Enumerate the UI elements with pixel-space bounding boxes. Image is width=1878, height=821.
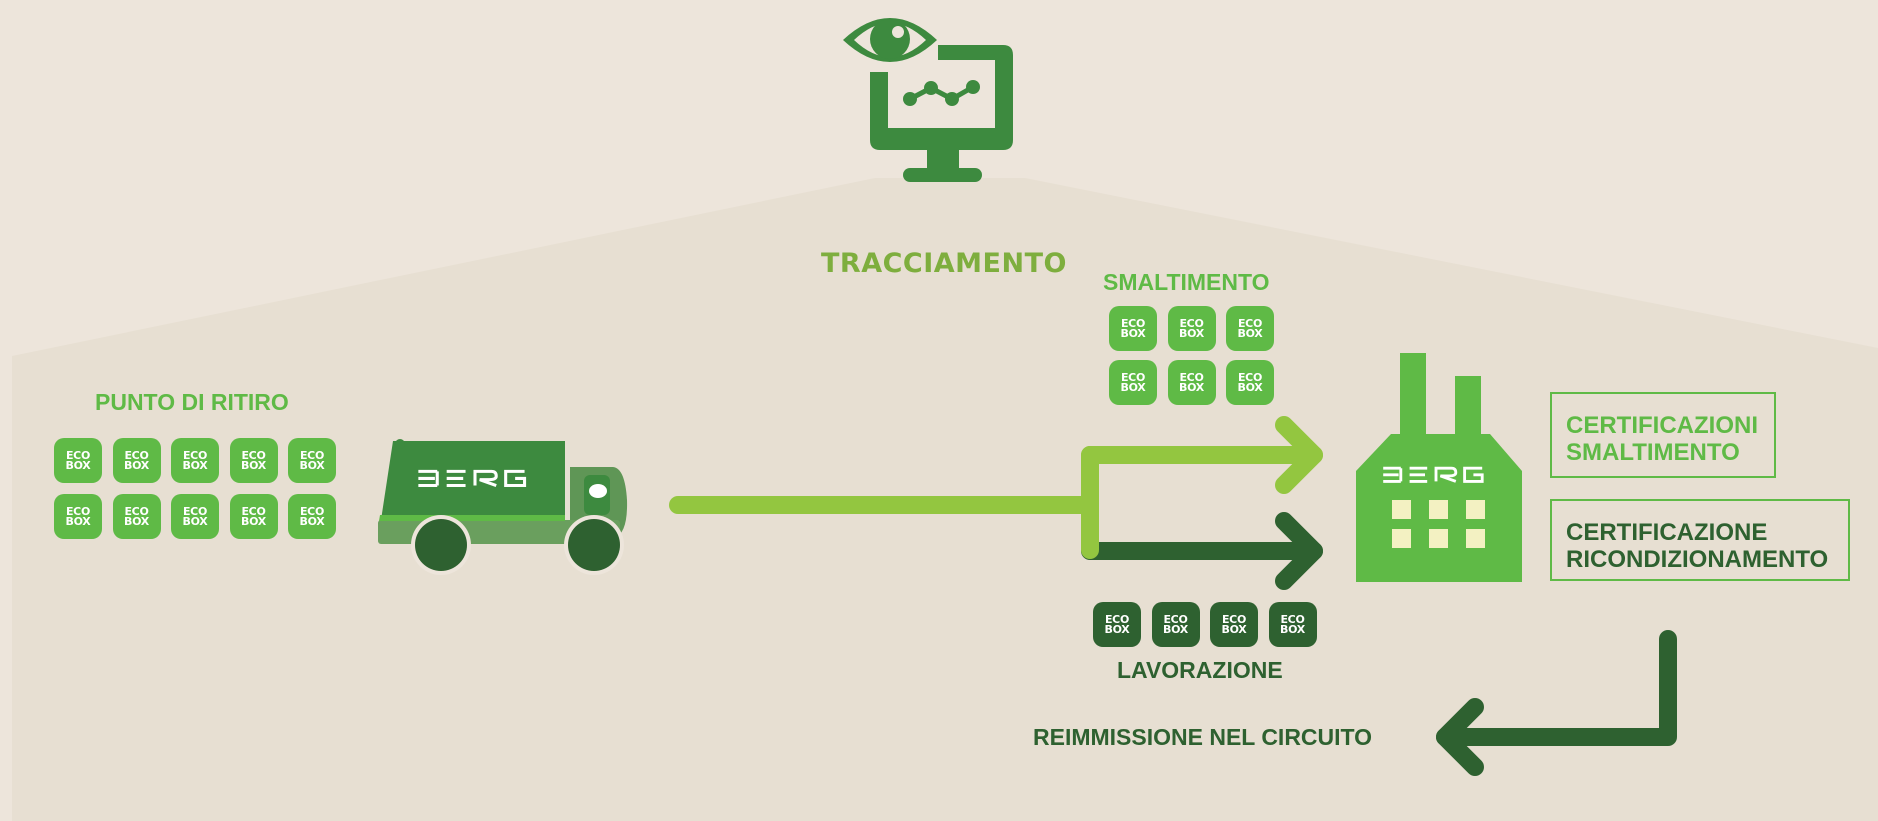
certification-line: RICONDIZIONAMENTO (1566, 546, 1829, 573)
tracking-label: TRACCIAMENTO (821, 248, 1067, 279)
logo-stroke (473, 469, 498, 487)
processing-label: LAVORAZIONE (1117, 657, 1283, 683)
ecobox-text: ECO (124, 448, 149, 462)
ecobox-text: BOX (1104, 622, 1130, 636)
ecobox-text: BOX (1179, 380, 1204, 394)
monitor-eye-icon (843, 18, 1013, 182)
ecobox-text: BOX (1237, 326, 1263, 340)
logo-stroke (1463, 466, 1484, 483)
ecobox-text: ECO (1280, 612, 1305, 626)
factory-brand-logo (1383, 466, 1484, 483)
ecobox-text: ECO (182, 448, 208, 462)
ecobox-text: ECO (65, 448, 91, 462)
factory-window (1429, 529, 1448, 548)
processing-arrow-icon (1081, 496, 1323, 590)
logo-stroke (1409, 466, 1428, 483)
ecobox-text: ECO (1237, 370, 1263, 384)
ecobox-text: BOX (1237, 380, 1263, 394)
factory-icon (1356, 353, 1522, 582)
ecobox-text: ECO (241, 448, 266, 462)
ecobox-text: ECO (1120, 370, 1146, 384)
ecobox-text: BOX (1120, 380, 1146, 394)
certification-line: CERTIFICAZIONI (1566, 412, 1758, 439)
ecobox-text: BOX (299, 458, 325, 472)
ecobox-text: ECO (1120, 316, 1146, 330)
factory-window (1466, 529, 1485, 548)
reentry-label: REIMMISSIONE NEL CIRCUITO (1033, 724, 1373, 750)
ecobox-text: BOX (241, 458, 266, 472)
ecobox-text: ECO (124, 504, 149, 518)
ecobox-text: ECO (1104, 612, 1130, 626)
ecobox-text: BOX (299, 514, 325, 528)
factory-window (1392, 529, 1411, 548)
logo-stroke (418, 469, 439, 488)
ecobox-text: ECO (299, 448, 325, 462)
ecobox-text: ECO (241, 504, 266, 518)
disposal-label: SMALTIMENTO (1103, 269, 1270, 295)
ecobox-text: ECO (182, 504, 208, 518)
ecobox-text: BOX (1280, 622, 1305, 636)
ecobox-text: BOX (1163, 622, 1188, 636)
logo-stroke (504, 469, 527, 488)
ecobox-text: BOX (182, 458, 208, 472)
logo-stroke (446, 469, 466, 488)
certification-line: CERTIFICAZIONE (1566, 519, 1768, 546)
certification-line: SMALTIMENTO (1566, 439, 1740, 466)
ecobox-text: ECO (1221, 612, 1247, 626)
disposal-certification-box: CERTIFICAZIONI SMALTIMENTO (1550, 392, 1776, 478)
ecobox-text: ECO (1179, 316, 1204, 330)
ecobox-text: ECO (1163, 612, 1188, 626)
logo-stroke (1383, 466, 1403, 483)
ecobox-text: BOX (65, 458, 91, 472)
ecobox-text: BOX (1179, 326, 1204, 340)
ecobox-text: ECO (299, 504, 325, 518)
truck-brand-logo (418, 469, 527, 488)
ecobox-text: BOX (65, 514, 91, 528)
reconditioning-certification-box: CERTIFICAZIONE RICONDIZIONAMENTO (1550, 499, 1850, 581)
pickup-label: PUNTO DI RITIRO (95, 389, 289, 415)
factory-window (1466, 500, 1485, 519)
ecobox-text: BOX (124, 514, 149, 528)
ecobox-text: BOX (1120, 326, 1146, 340)
factory-window (1392, 500, 1411, 519)
ecobox-text: BOX (241, 514, 266, 528)
truck-icon (378, 439, 628, 575)
ecobox-text: ECO (1237, 316, 1263, 330)
logo-stroke (1434, 466, 1458, 483)
return-arrow-icon (1436, 630, 1677, 776)
ecobox-text: ECO (65, 504, 91, 518)
ecobox-text: BOX (124, 458, 149, 472)
disposal-arrow-icon (1081, 416, 1323, 494)
ecobox-text: ECO (1179, 370, 1204, 384)
factory-window (1429, 500, 1448, 519)
ecobox-text: BOX (182, 514, 208, 528)
ecobox-text: BOX (1221, 622, 1247, 636)
